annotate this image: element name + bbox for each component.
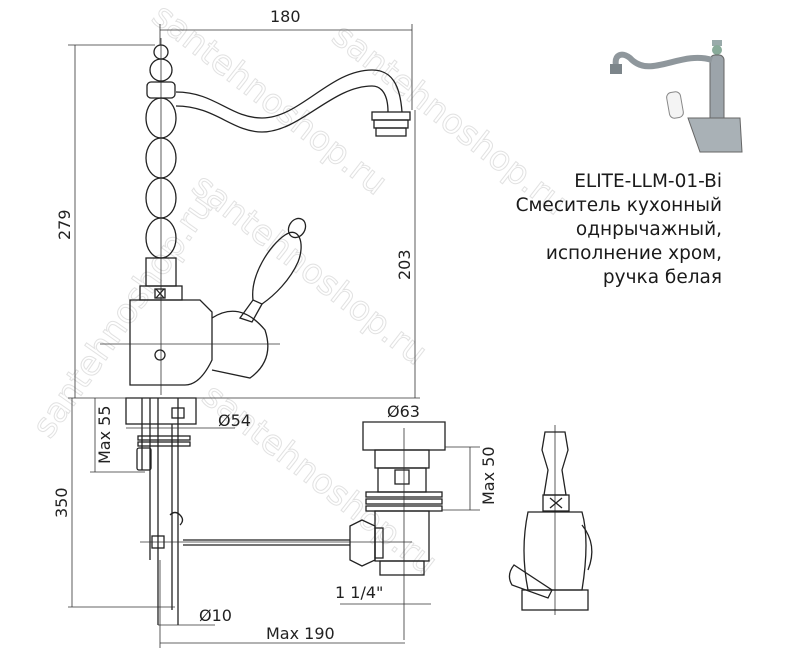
description-line: однрычажный,: [575, 219, 722, 240]
dim-max-55: Max 55: [95, 405, 114, 464]
faucet-side-view: [508, 425, 593, 615]
dim-base-diameter: Ø54: [218, 411, 251, 430]
product-model: ELITE-LLM-01-Bi: [574, 171, 722, 192]
description-line: исполнение хром,: [545, 243, 722, 264]
product-description: ELITE-LLM-01-Bi Смеситель кухонный однры…: [516, 170, 722, 290]
dimension-lines: [68, 24, 480, 648]
dim-drain-thread: 1 1/4": [335, 583, 383, 602]
dim-spout-reach: 180: [270, 7, 301, 26]
product-thumbnail: [610, 40, 743, 153]
drain-valve: [362, 421, 446, 640]
description-line: Смеситель кухонный: [515, 195, 722, 216]
dim-drain-diameter: Ø63: [387, 402, 420, 421]
faucet-front-view: [100, 38, 411, 395]
dim-hose-length: 350: [52, 487, 71, 518]
dim-spout-height: 203: [395, 249, 414, 280]
dim-rod-diameter: Ø10: [199, 606, 232, 625]
faucet-mounting: [125, 397, 412, 625]
dim-max-50: Max 50: [479, 446, 498, 505]
description-line: ручка белая: [602, 267, 722, 288]
dim-total-height: 279: [55, 209, 74, 240]
dim-max-190: Max 190: [266, 624, 335, 643]
